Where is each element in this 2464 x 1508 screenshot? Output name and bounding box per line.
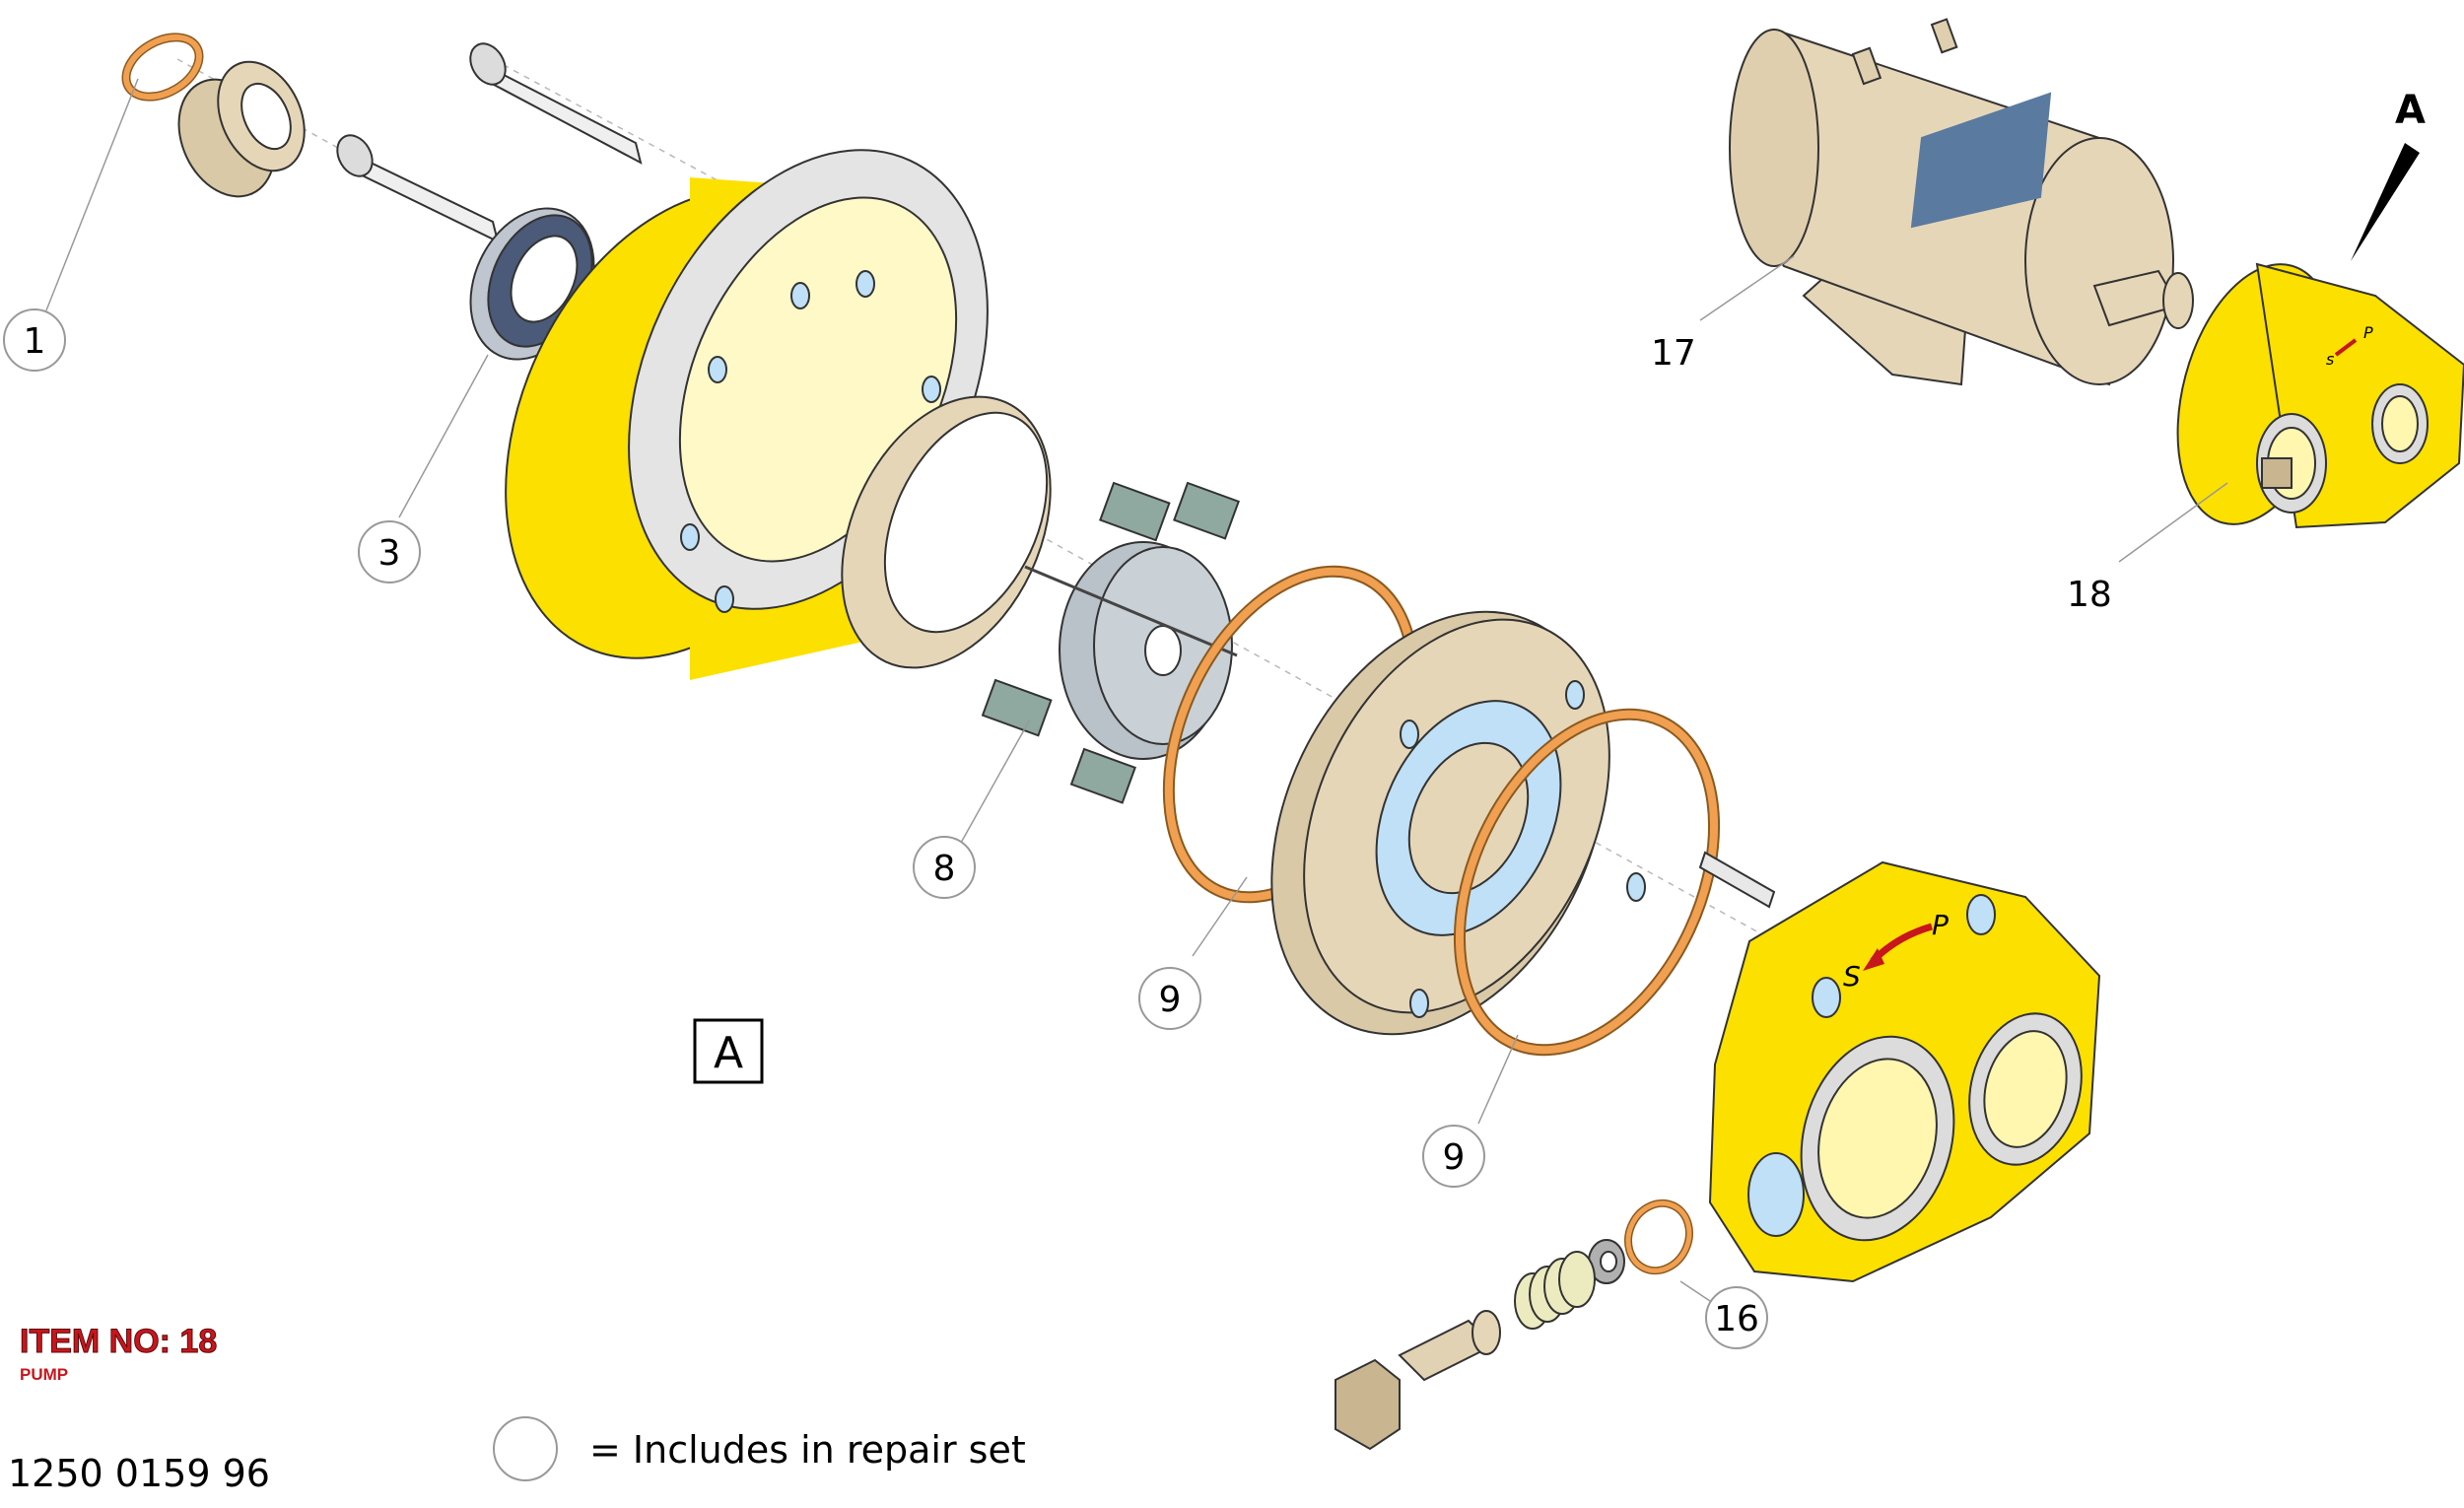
valve-plug xyxy=(1335,1310,1501,1451)
svg-text:18: 18 xyxy=(2067,575,2112,615)
view-marker-arrow: A xyxy=(2351,88,2426,261)
svg-text:1: 1 xyxy=(24,321,46,362)
svg-text:8: 8 xyxy=(933,849,956,889)
pump-cover-rear: S P xyxy=(1708,860,2101,1283)
rotor-with-vanes xyxy=(981,481,1240,804)
view-label-letter: A xyxy=(714,1028,743,1078)
pump-marking-suction: S xyxy=(1843,960,1861,993)
side-plate xyxy=(1270,610,1646,1036)
dowel-pin xyxy=(1698,851,1776,909)
item-info: ITEM NO: 18 PUMP 1250 0159 96 xyxy=(8,1323,270,1496)
callout-18: 18 xyxy=(2067,575,2112,615)
item-subtitle: PUMP xyxy=(20,1365,68,1384)
svg-text:3: 3 xyxy=(378,533,401,574)
o-ring-valve xyxy=(1624,1199,1693,1275)
callout-9-right: 9 xyxy=(1422,1125,1485,1188)
callout-16: 16 xyxy=(1705,1286,1768,1349)
svg-text:17: 17 xyxy=(1651,333,1696,374)
bolt-top xyxy=(469,42,643,165)
view-label-box: A xyxy=(693,1018,764,1084)
cam-ring xyxy=(841,395,1052,669)
bolt-middle xyxy=(336,134,500,243)
bushing xyxy=(177,60,306,198)
o-ring-small xyxy=(121,33,204,102)
o-ring-large-right xyxy=(1453,708,1721,1057)
view-marker-letter: A xyxy=(2395,88,2426,133)
part-number: 1250 0159 96 xyxy=(8,1452,270,1495)
svg-text:9: 9 xyxy=(1443,1137,1466,1178)
callout-3: 3 xyxy=(358,520,421,583)
svg-text:9: 9 xyxy=(1159,980,1182,1020)
leader-lines xyxy=(45,78,2228,1312)
legend-circle-symbol xyxy=(493,1416,558,1481)
callout-9-left: 9 xyxy=(1138,967,1201,1030)
pump-assembly: s P xyxy=(2176,262,2464,529)
svg-text:P: P xyxy=(2363,323,2373,342)
item-title: ITEM NO: 18 xyxy=(20,1323,217,1360)
legend: = Includes in repair set xyxy=(493,1416,1026,1481)
callout-1: 1 xyxy=(3,308,66,372)
callout-8: 8 xyxy=(913,836,976,899)
callout-17: 17 xyxy=(1651,333,1696,374)
electric-motor xyxy=(1729,18,2194,386)
pump-marking-pressure: P xyxy=(1932,909,1949,941)
valve-spring xyxy=(1514,1251,1596,1330)
valve-washer xyxy=(1588,1239,1625,1284)
legend-text: = Includes in repair set xyxy=(589,1428,1026,1472)
svg-text:16: 16 xyxy=(1714,1299,1759,1339)
svg-text:s: s xyxy=(2326,350,2334,369)
